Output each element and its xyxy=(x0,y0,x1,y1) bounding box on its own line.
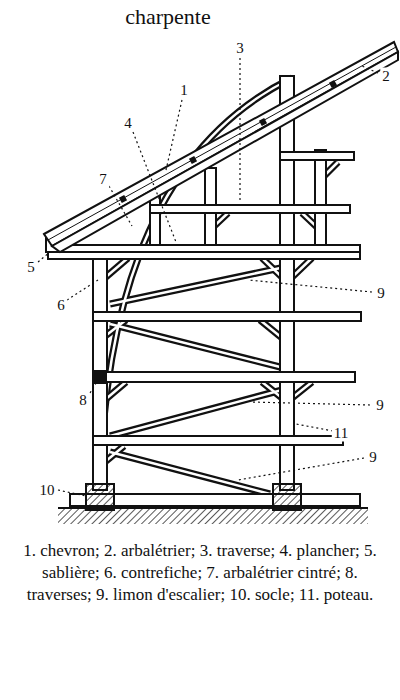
diagram-title: charpente xyxy=(125,6,211,28)
callout-number: 9 xyxy=(375,285,387,302)
callout-number: 9 xyxy=(374,397,386,414)
callout-number: 5 xyxy=(25,259,37,276)
rafters xyxy=(44,42,398,252)
callout-number: 4 xyxy=(122,115,134,132)
callout-number: 3 xyxy=(234,40,246,57)
posts-and-beams xyxy=(46,76,361,506)
callout-number: 1 xyxy=(178,82,190,99)
legend-caption: 1. chevron; 2. arbalétrier; 3. traverse;… xyxy=(8,540,392,606)
callout-number: 8 xyxy=(77,392,89,409)
callout-number: 2 xyxy=(380,68,392,85)
stone-bases xyxy=(86,484,301,510)
callout-number: 10 xyxy=(38,482,57,499)
purlin-blocks xyxy=(119,80,337,203)
callout-number: 6 xyxy=(55,297,67,314)
callout-number: 11 xyxy=(332,425,350,442)
callout-number: 7 xyxy=(97,171,109,188)
callout-number: 9 xyxy=(367,449,379,466)
leader-lines xyxy=(38,58,378,496)
